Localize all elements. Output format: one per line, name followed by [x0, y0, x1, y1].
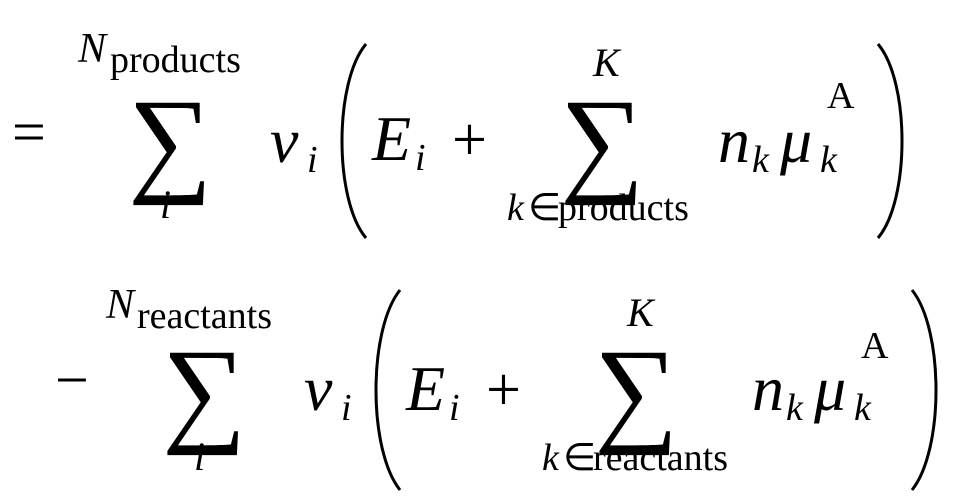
- inner-summation-sign: ∑: [560, 75, 644, 206]
- stoichiometric-coefficient: ν: [304, 353, 333, 424]
- energy-symbol: E: [405, 353, 445, 424]
- equation-line-2: − N reactants ∑ i ν i E i + K ∑ k ∈ reac…: [55, 282, 938, 491]
- equation-line-1: = N products ∑ i ν i E i + K ∑ k ∈ produ…: [12, 26, 904, 239]
- outer-lower-limit: i: [160, 182, 171, 227]
- equals-sign: =: [12, 99, 46, 165]
- chemical-potential-symbol: μ: [813, 353, 846, 424]
- energy-symbol: E: [371, 103, 411, 174]
- inner-lower-set: products: [558, 187, 689, 229]
- element-of-sign: ∈: [528, 187, 561, 229]
- inner-summation-sign: ∑: [594, 325, 678, 456]
- minus-sign: −: [55, 347, 89, 413]
- atom-count-symbol: n: [718, 105, 750, 176]
- atom-count-subscript: k: [752, 139, 770, 181]
- energy-subscript: i: [415, 137, 426, 179]
- inner-lower-set: reactants: [593, 437, 728, 479]
- left-parenthesis: [340, 43, 368, 239]
- chemical-potential-superscript: A: [827, 75, 855, 117]
- stoichiometric-coefficient: ν: [270, 105, 299, 176]
- plus-sign: +: [486, 356, 521, 424]
- coefficient-subscript: i: [307, 139, 318, 181]
- outer-upper-limit-subscript: products: [110, 39, 241, 81]
- right-parenthesis: [910, 289, 938, 491]
- left-parenthesis: [374, 289, 402, 491]
- chemical-potential-subscript: k: [854, 387, 872, 429]
- inner-lower-variable: k: [542, 437, 560, 479]
- plus-sign: +: [452, 106, 487, 174]
- element-of-sign: ∈: [563, 437, 596, 479]
- chemical-potential-symbol: μ: [779, 105, 812, 176]
- outer-upper-limit-symbol: N: [105, 282, 136, 328]
- coefficient-subscript: i: [341, 387, 352, 429]
- outer-lower-limit: i: [194, 434, 205, 479]
- atom-count-subscript: k: [786, 387, 804, 429]
- outer-upper-limit-symbol: N: [77, 26, 108, 72]
- outer-summation-sign: ∑: [128, 75, 212, 206]
- right-parenthesis: [876, 43, 904, 239]
- atom-count-symbol: n: [752, 353, 784, 424]
- inner-upper-limit: K: [592, 40, 622, 85]
- outer-upper-limit-subscript: reactants: [137, 295, 272, 337]
- chemical-potential-superscript: A: [861, 325, 889, 367]
- inner-upper-limit: K: [626, 290, 656, 335]
- outer-summation-sign: ∑: [162, 325, 246, 456]
- chemical-potential-subscript: k: [820, 139, 838, 181]
- energy-subscript: i: [449, 387, 460, 429]
- inner-lower-variable: k: [507, 187, 525, 229]
